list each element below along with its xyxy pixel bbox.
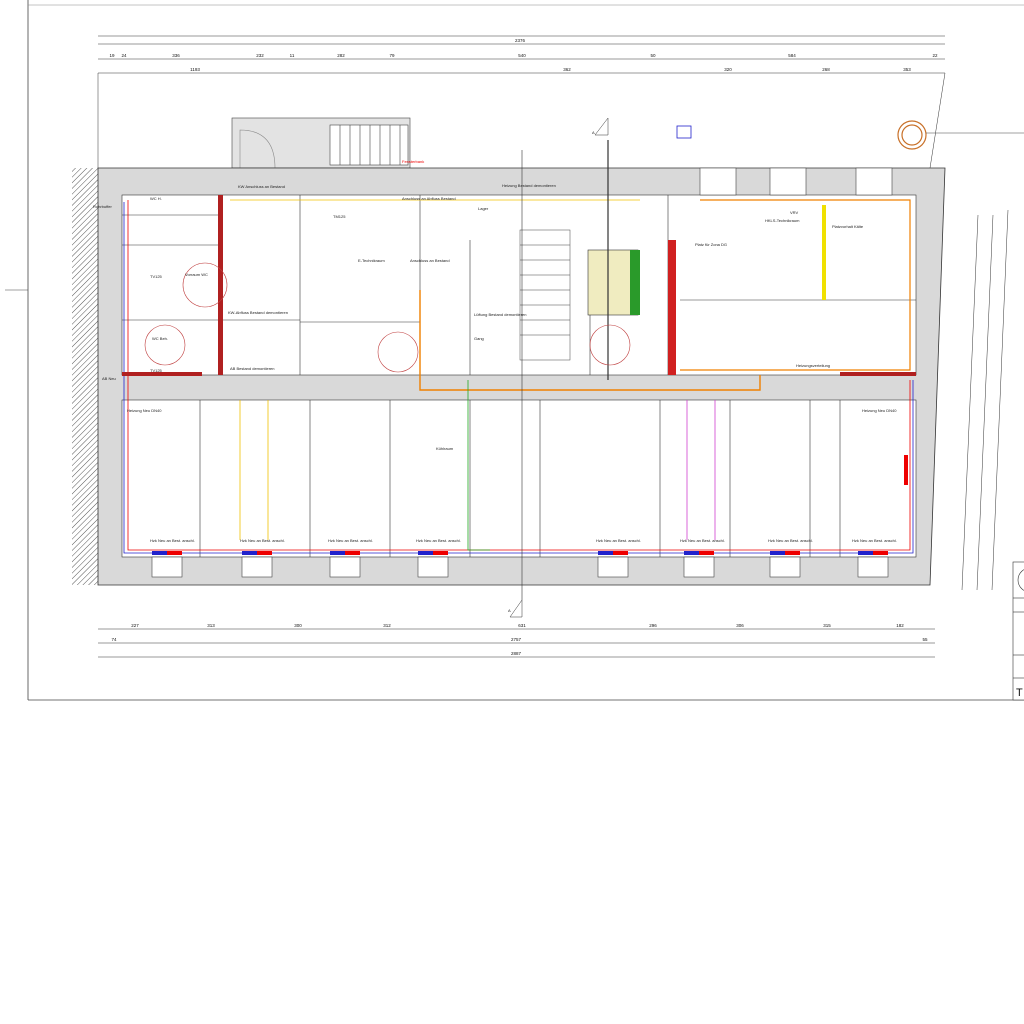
dim-bottom-row: 227 313 300 312 631 296 306 315 182 74 2…: [111, 623, 928, 656]
lower-zone: [121, 399, 917, 558]
turning-circles: [144, 262, 631, 373]
label-heizungsverteilung: Heizungsverteilung: [796, 363, 830, 368]
label-hkls-technikraum: HKLS-Technikraum: [765, 218, 800, 223]
dim-label: 282: [337, 53, 345, 58]
dim-top-total: 2376: [515, 38, 526, 43]
dim-label: 24: [121, 53, 127, 58]
label-vorraum-wc: Vorraum WC: [185, 272, 208, 277]
dim-label: 2757: [511, 637, 522, 642]
exterior-stair: [231, 117, 411, 169]
section-marker-top: A: [592, 130, 595, 135]
lift-wall-green: [630, 250, 640, 315]
lift-shaft: [587, 249, 639, 316]
label-wc-beh: WC Beh.: [152, 336, 168, 341]
label-platzvorhalt-kaelte: Platzvorhalt Kälte: [832, 224, 864, 229]
dim-label: 313: [207, 623, 215, 628]
interior-stair: [519, 229, 571, 361]
radiator-label: Hzk Neu an Best. anschl.: [240, 538, 285, 543]
dim-label: 55: [922, 637, 928, 642]
title-block: [1012, 561, 1024, 701]
dim-label: 1193: [190, 67, 200, 72]
dim-label: 312: [383, 623, 391, 628]
label-kw-abfluss: KW-Abfluss Bestand demontieren: [228, 310, 288, 315]
label-gang: Gang: [474, 336, 484, 341]
dim-label: 227: [131, 623, 139, 628]
dim-label: 631: [518, 623, 526, 628]
dim-label: 50: [650, 53, 656, 58]
radiator-label: Hzk Neu an Best. anschl.: [328, 538, 373, 543]
title-block-text: T: [1016, 687, 1023, 699]
dim-label: 306: [736, 623, 744, 628]
radiator-label: Hzk Neu an Best. anschl.: [150, 538, 195, 543]
label-e-technikraum: E-Technikraum: [358, 258, 385, 263]
section-marker-bottom: A: [508, 608, 511, 613]
radiator-label: Hzk Neu an Best. anschl.: [852, 538, 897, 543]
label-fensterbank: Fensterbank: [402, 159, 424, 164]
section-line: A A: [508, 117, 609, 618]
label-heizung-neu-left: Heizung Neu DN40: [127, 408, 162, 413]
label-lager: Lager: [478, 206, 489, 211]
dim-label: 11: [290, 53, 295, 58]
dim-label: 540: [518, 53, 526, 58]
window-bays-bottom: [151, 556, 889, 578]
dim-top-row: 19 24 336 232 11 282 79 540 50 584 22 11…: [109, 53, 938, 72]
label-rohrbuffer: Rohrbuffer: [93, 204, 112, 209]
radiator-label: Hzk Neu an Best. anschl.: [680, 538, 725, 543]
label-ab-bestand: AB Bestand demontieren: [230, 366, 274, 371]
dim-label: 315: [823, 623, 831, 628]
fire-wall: [668, 240, 676, 375]
dim-label: 22: [932, 53, 938, 58]
window-bays-top: [699, 167, 893, 196]
dim-label: 74: [111, 637, 117, 642]
dim-label: 79: [389, 53, 395, 58]
radiators: [152, 455, 908, 555]
dim-label: 584: [788, 53, 796, 58]
label-tv125: TV125: [150, 274, 163, 279]
label-lueftung-bestand: Lüftung Bestand demontieren: [474, 312, 526, 317]
bottom-dimension-lines: [98, 628, 935, 658]
dim-label: 336: [172, 53, 180, 58]
label-kw-anschluss: KW Anschluss an Bestand: [238, 184, 285, 189]
label-kuehlraum: Kühlraum: [436, 446, 454, 451]
dim-label: 353: [903, 67, 911, 72]
dim-label: 300: [294, 623, 302, 628]
red-wall-right: [840, 372, 916, 376]
dim-label: 232: [256, 53, 264, 58]
label-abfluss-bestand: Anschluss an Abfluss Bestand: [402, 196, 456, 201]
dim-label: 320: [724, 67, 732, 72]
label-heizung-bestand: Heizung Bestand demontieren: [502, 183, 556, 188]
label-vrv: VRV: [790, 210, 798, 215]
neighbour-wall-hatch: [72, 168, 98, 585]
dim-label: 2887: [511, 651, 522, 656]
room-labels: KW Anschluss an Bestand Anschluss an Abf…: [93, 159, 897, 451]
dim-label: 296: [649, 623, 657, 628]
upper-zone: [121, 194, 917, 376]
label-tv125-b: TV125: [150, 368, 163, 373]
dim-label: 362: [563, 67, 571, 72]
dim-label: 182: [896, 623, 904, 628]
red-wall-bottom: [122, 372, 202, 376]
dim-label: 268: [822, 67, 830, 72]
label-platz-zona: Platz für Zona DG: [695, 242, 727, 247]
label-heizung-neu-right: Heizung Neu DN40: [862, 408, 897, 413]
sheet-frame: [5, 0, 1024, 701]
red-wall-left: [218, 195, 223, 375]
radiator-label: Hzk Neu an Best. anschl.: [416, 538, 461, 543]
radiator-label: Hzk Neu an Best. anschl.: [768, 538, 813, 543]
label-tm125: TM125: [333, 214, 346, 219]
radiator-label: Hzk Neu an Best. anschl.: [596, 538, 641, 543]
shaft-marker: [676, 125, 692, 139]
label-wc-h: WC H.: [150, 196, 162, 201]
label-anschluss-bestand: Anschluss an Bestand: [410, 258, 450, 263]
label-ab-neu: AB Neu: [102, 376, 116, 381]
right-dimension-lines: [961, 209, 1009, 591]
top-dimension-lines: [97, 35, 946, 169]
radiator-labels: Hzk Neu an Best. anschl. Hzk Neu an Best…: [150, 538, 897, 543]
shaft-circle: [897, 120, 1024, 150]
dim-label: 19: [109, 53, 115, 58]
